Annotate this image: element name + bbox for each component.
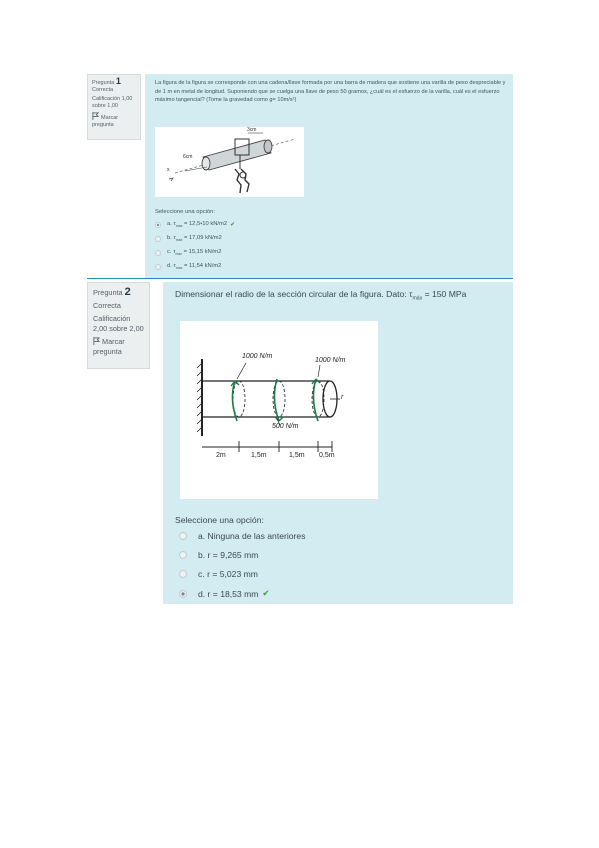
option-label: d. r = 18,53 mm <box>198 588 259 599</box>
q2-fig-radius: r <box>341 394 344 401</box>
option-label: a. Ninguna de las anteriores <box>198 531 306 541</box>
q2-grade: Calificación 2,00 sobre 2,00 <box>93 314 144 333</box>
q1-option[interactable]: b. τmax = 17,09 kN/m2 <box>155 235 222 242</box>
q2-option[interactable]: b. r = 9,265 mm <box>179 550 258 560</box>
option-label: b. τmax = 17,09 kN/m2 <box>167 235 222 243</box>
q2-content: Dimensionar el radio de la sección circu… <box>163 282 513 604</box>
q1-status: Correcta <box>92 87 114 93</box>
option-radio[interactable] <box>179 532 187 540</box>
q2-fig-torque-mid: 500 N/m <box>272 423 299 430</box>
q2-option[interactable]: d. r = 18,53 mm✔ <box>179 588 270 599</box>
option-label: c. r = 5,023 mm <box>198 569 258 579</box>
q2-question-text: Dimensionar el radio de la sección circu… <box>175 289 467 302</box>
question-divider <box>87 278 513 279</box>
q1-content: La figura de la figura se corresponde co… <box>145 74 513 278</box>
q1-option[interactable]: c. τmax = 15,15 kN/m2 <box>155 249 222 256</box>
q1-fig-label-top: 3cm <box>247 127 257 133</box>
option-radio[interactable] <box>179 570 187 578</box>
q2-label: Pregunta 2 <box>93 286 131 298</box>
q1-grade: Calificación 1,00 sobre 1,00 <box>92 96 133 109</box>
q2-select-prompt: Seleccione una opción: <box>175 515 264 525</box>
q1-option[interactable]: d. τmax = 11,54 kN/m2 <box>155 263 221 270</box>
q1-fig-label-axis: x <box>167 167 170 173</box>
q1-figure: 3cm 6cm x <box>155 127 304 197</box>
q1-question-text: La figura de la figura se corresponde co… <box>155 80 506 103</box>
q1-fig-label-left: 6cm <box>183 154 193 160</box>
q2-fig-torque-right: 1000 N/m <box>315 357 346 364</box>
q2-fig-dim1: 2m <box>216 452 226 459</box>
q1-bar-diagram <box>168 132 296 194</box>
option-radio[interactable] <box>155 221 161 228</box>
q1-label: Pregunta 1 <box>92 76 121 87</box>
option-label: d. τmax = 11,54 kN/m2 <box>167 263 222 271</box>
q1-select-prompt: Seleccione una opción: <box>155 209 215 215</box>
check-icon: ✔ <box>230 221 235 228</box>
q2-option[interactable]: c. r = 5,023 mm <box>179 569 258 579</box>
q1-option[interactable]: a. τmax = 12,5•10 kN/m2✔ <box>155 221 235 228</box>
flag-icon <box>93 337 100 345</box>
q2-fig-dim4: 0,5m <box>319 452 335 459</box>
q1-info-box: Pregunta 1 Correcta Calificación 1,00 so… <box>87 74 141 140</box>
q2-info-box: Pregunta 2 Correcta Calificación 2,00 so… <box>87 282 150 369</box>
q2-option[interactable]: a. Ninguna de las anteriores <box>179 531 306 541</box>
q1-flag-question[interactable]: Marcar pregunta <box>92 112 136 129</box>
q2-flag-question[interactable]: Marcar pregunta <box>93 337 125 356</box>
option-radio[interactable] <box>179 589 187 598</box>
q2-figure: 1000 N/m 1000 N/m 500 N/m r 2m 1,5m 1,5m… <box>180 321 378 499</box>
q2-shaft-diagram <box>196 359 340 452</box>
option-radio[interactable] <box>155 249 161 256</box>
q2-fig-dim3: 1,5m <box>289 452 305 459</box>
option-label: b. r = 9,265 mm <box>198 550 259 560</box>
option-label: a. τmax = 12,5•10 kN/m2 <box>167 221 228 229</box>
q2-fig-torque-left: 1000 N/m <box>242 353 273 360</box>
q2-status: Correcta <box>93 301 121 310</box>
check-icon: ✔ <box>262 588 270 598</box>
option-radio[interactable] <box>179 551 187 559</box>
option-label: c. τmax = 15,15 kN/m2 <box>167 249 222 257</box>
option-radio[interactable] <box>155 235 161 242</box>
option-radio[interactable] <box>155 263 161 270</box>
q2-fig-dim2: 1,5m <box>251 452 267 459</box>
flag-icon <box>92 112 99 120</box>
